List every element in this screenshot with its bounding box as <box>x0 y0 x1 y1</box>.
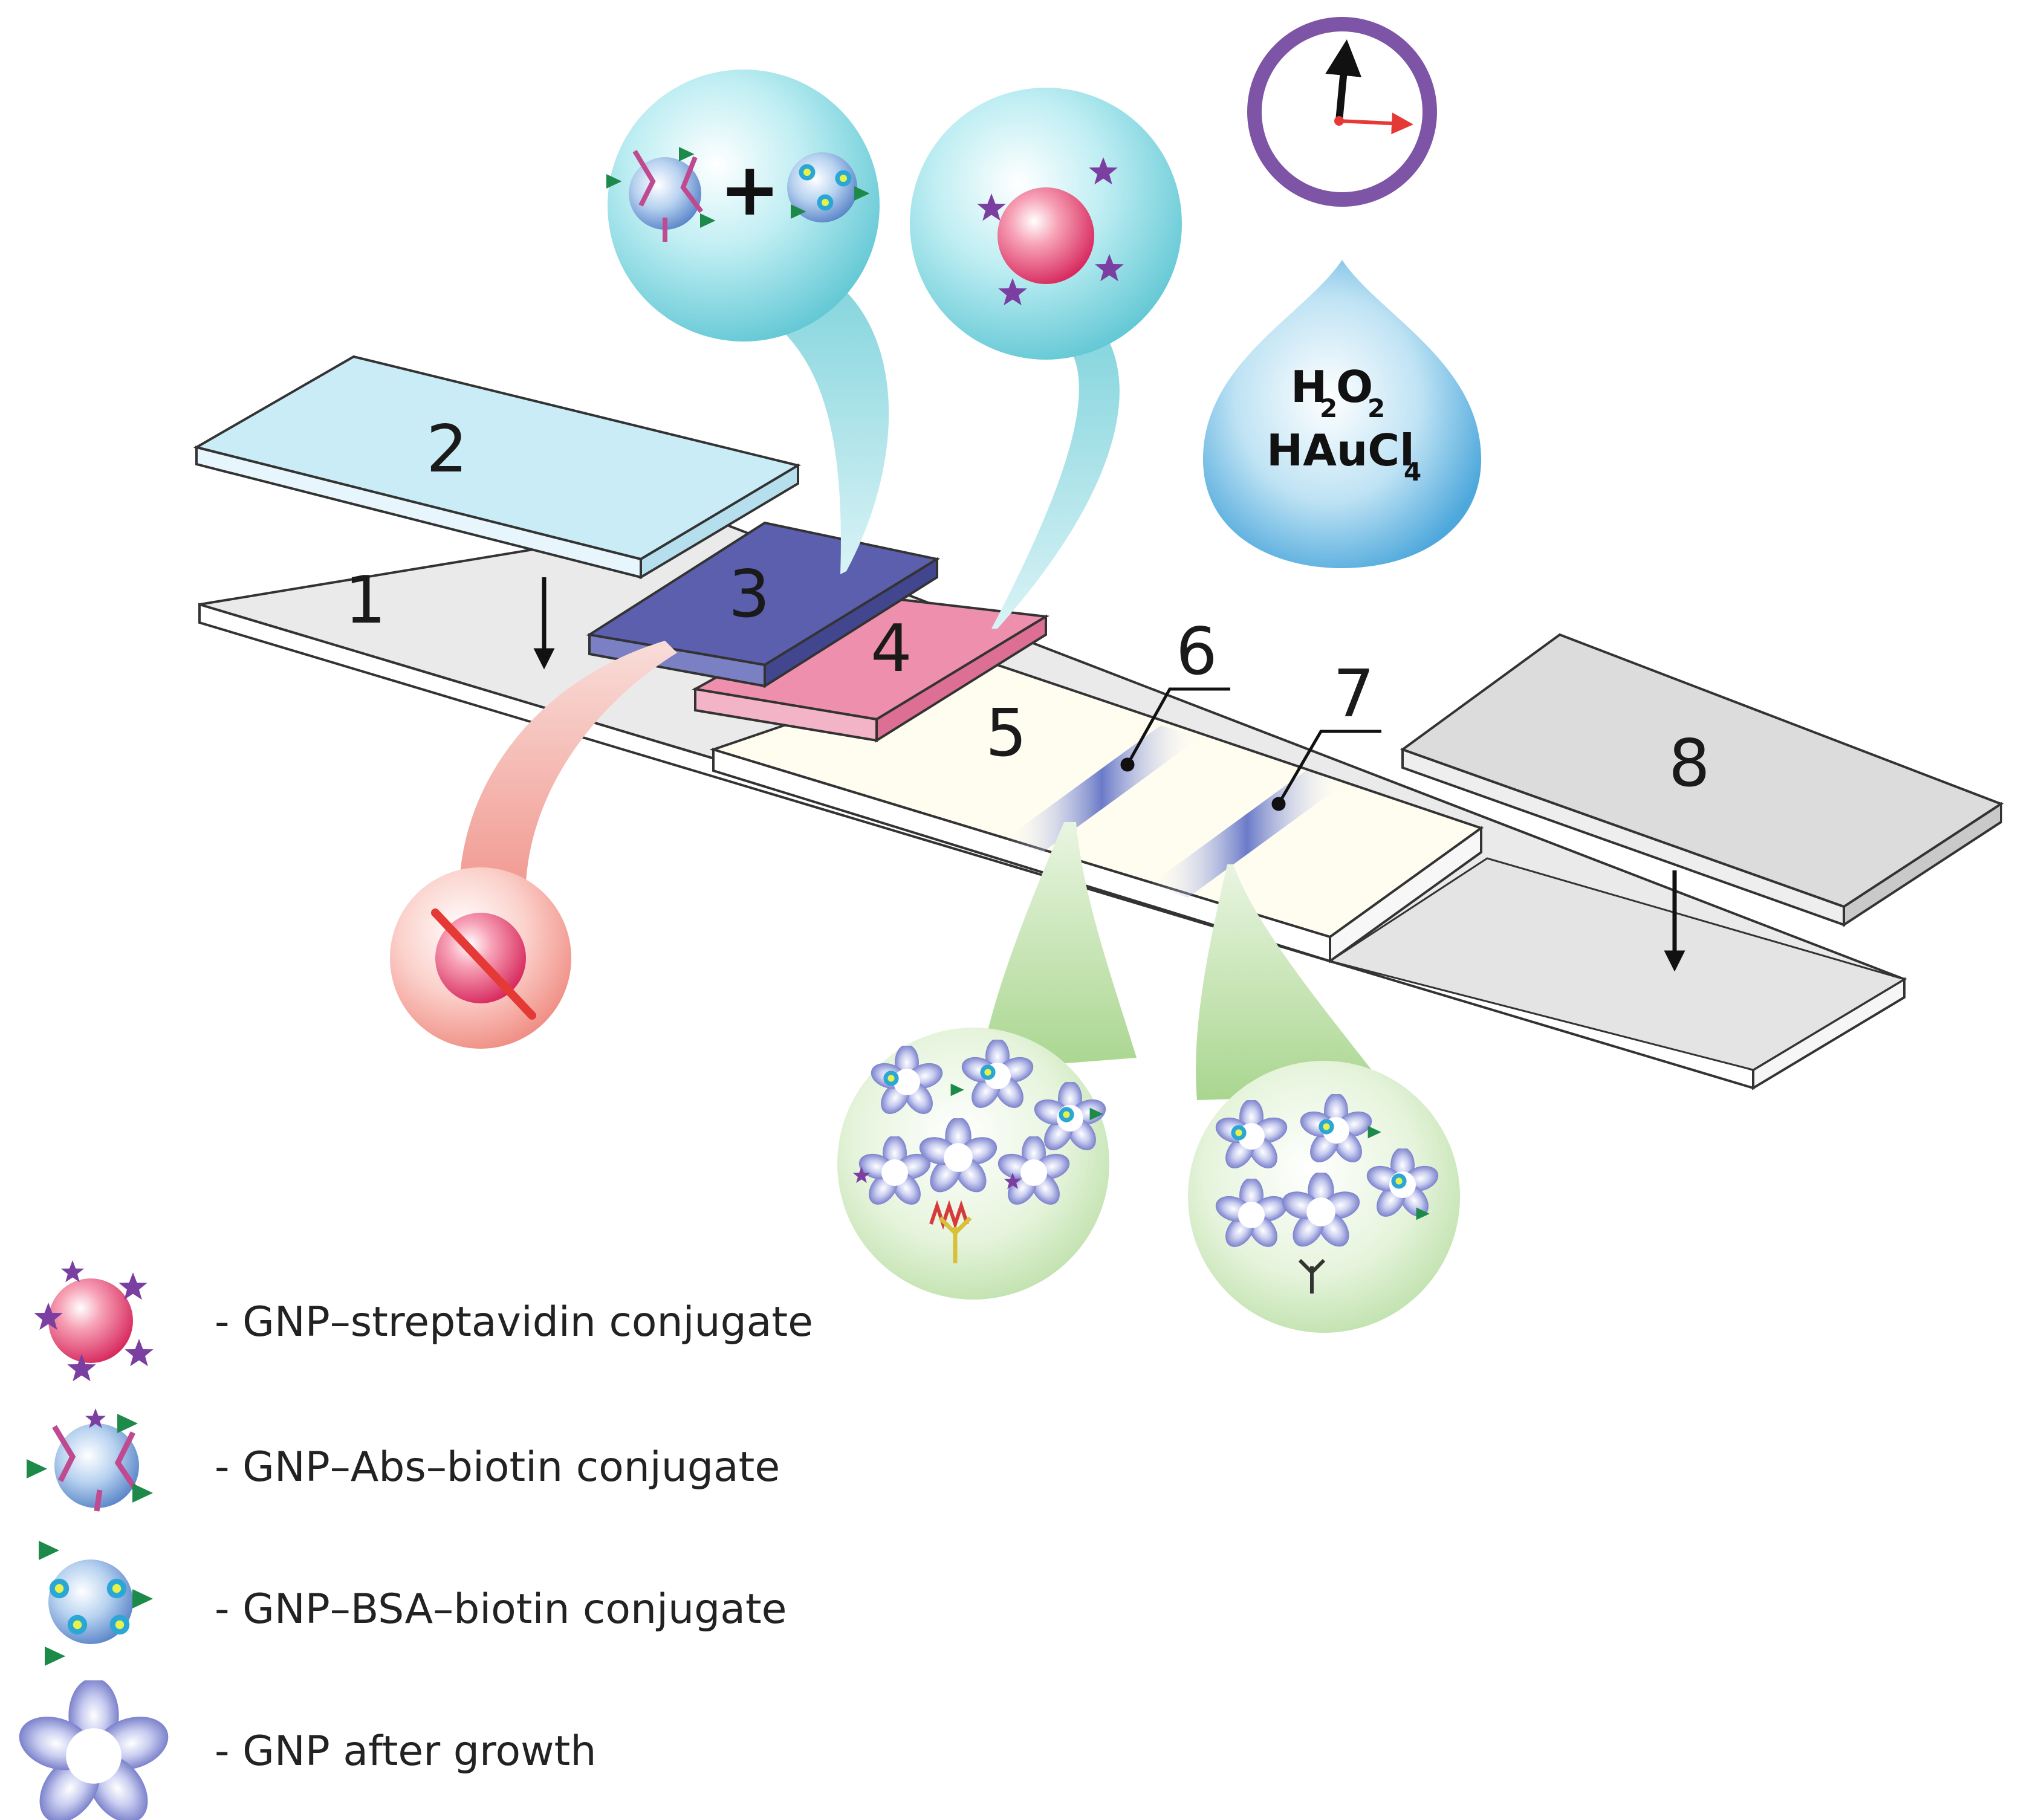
callout-cone-green-7 <box>1196 864 1390 1100</box>
legend-swatch-abs <box>27 1408 153 1512</box>
prohibited-icon <box>431 908 536 1020</box>
conjugate-pad-4 <box>692 594 1050 743</box>
svg-text:H: H <box>1291 361 1327 412</box>
legend: - GNP–streptavidin conjugate - GNP–Abs–b… <box>18 1260 813 1820</box>
clock-icon <box>1247 17 1437 207</box>
label-pad-4: 4 <box>871 611 912 687</box>
legend-label-4: - GNP after growth <box>215 1728 596 1775</box>
legend-label-2: - GNP–Abs–biotin conjugate <box>215 1443 780 1491</box>
test-line-6 <box>1004 725 1200 852</box>
absorbent-base <box>1328 857 1907 1071</box>
label-pad-1: 1 <box>345 563 386 638</box>
callout-cone-red <box>459 641 677 882</box>
bubble-pad4 <box>910 88 1182 360</box>
membrane-pad-5 <box>709 657 1484 963</box>
label-pad-5: 5 <box>985 696 1027 771</box>
svg-text:O: O <box>1336 361 1373 412</box>
label-line-6: 6 <box>1176 614 1218 690</box>
drop-icon <box>1203 260 1481 568</box>
leader-line-6 <box>1120 687 1230 772</box>
callout-cone-pad3 <box>695 254 889 574</box>
legend-swatch-bsa <box>39 1541 153 1666</box>
label-pad-8: 8 <box>1669 726 1710 802</box>
bubble-pad3: + <box>606 70 880 342</box>
svg-text:+: + <box>719 148 780 232</box>
svg-text:4: 4 <box>1404 457 1421 487</box>
control-line-7 <box>1149 771 1345 898</box>
reagent-h2o2: H 2 O 2 <box>1291 361 1385 423</box>
svg-text:HAuCl: HAuCl <box>1267 425 1415 476</box>
legend-swatch-grown <box>18 1680 169 1820</box>
svg-text:2: 2 <box>1367 393 1385 423</box>
bubble-control-line <box>1188 1061 1460 1333</box>
label-line-7: 7 <box>1333 656 1375 732</box>
label-pad-3: 3 <box>728 557 770 632</box>
label-pad-2: 2 <box>426 412 468 487</box>
legend-label-1: - GNP–streptavidin conjugate <box>215 1298 813 1346</box>
sample-pad-2 <box>193 355 802 580</box>
svg-text:2: 2 <box>1320 393 1337 423</box>
callout-cone-pad4 <box>979 302 1120 629</box>
absorbent-pad-8 <box>1400 633 2004 927</box>
legend-label-3: - GNP–BSA–biotin conjugate <box>215 1585 787 1633</box>
reagent-haucl4: HAuCl 4 <box>1267 425 1421 487</box>
legend-swatch-streptavidin <box>34 1260 154 1382</box>
leader-line-7 <box>1271 730 1381 811</box>
bubble-test-line <box>837 1028 1109 1300</box>
bubble-red <box>390 867 571 1049</box>
callout-cone-green-6 <box>979 822 1137 1070</box>
